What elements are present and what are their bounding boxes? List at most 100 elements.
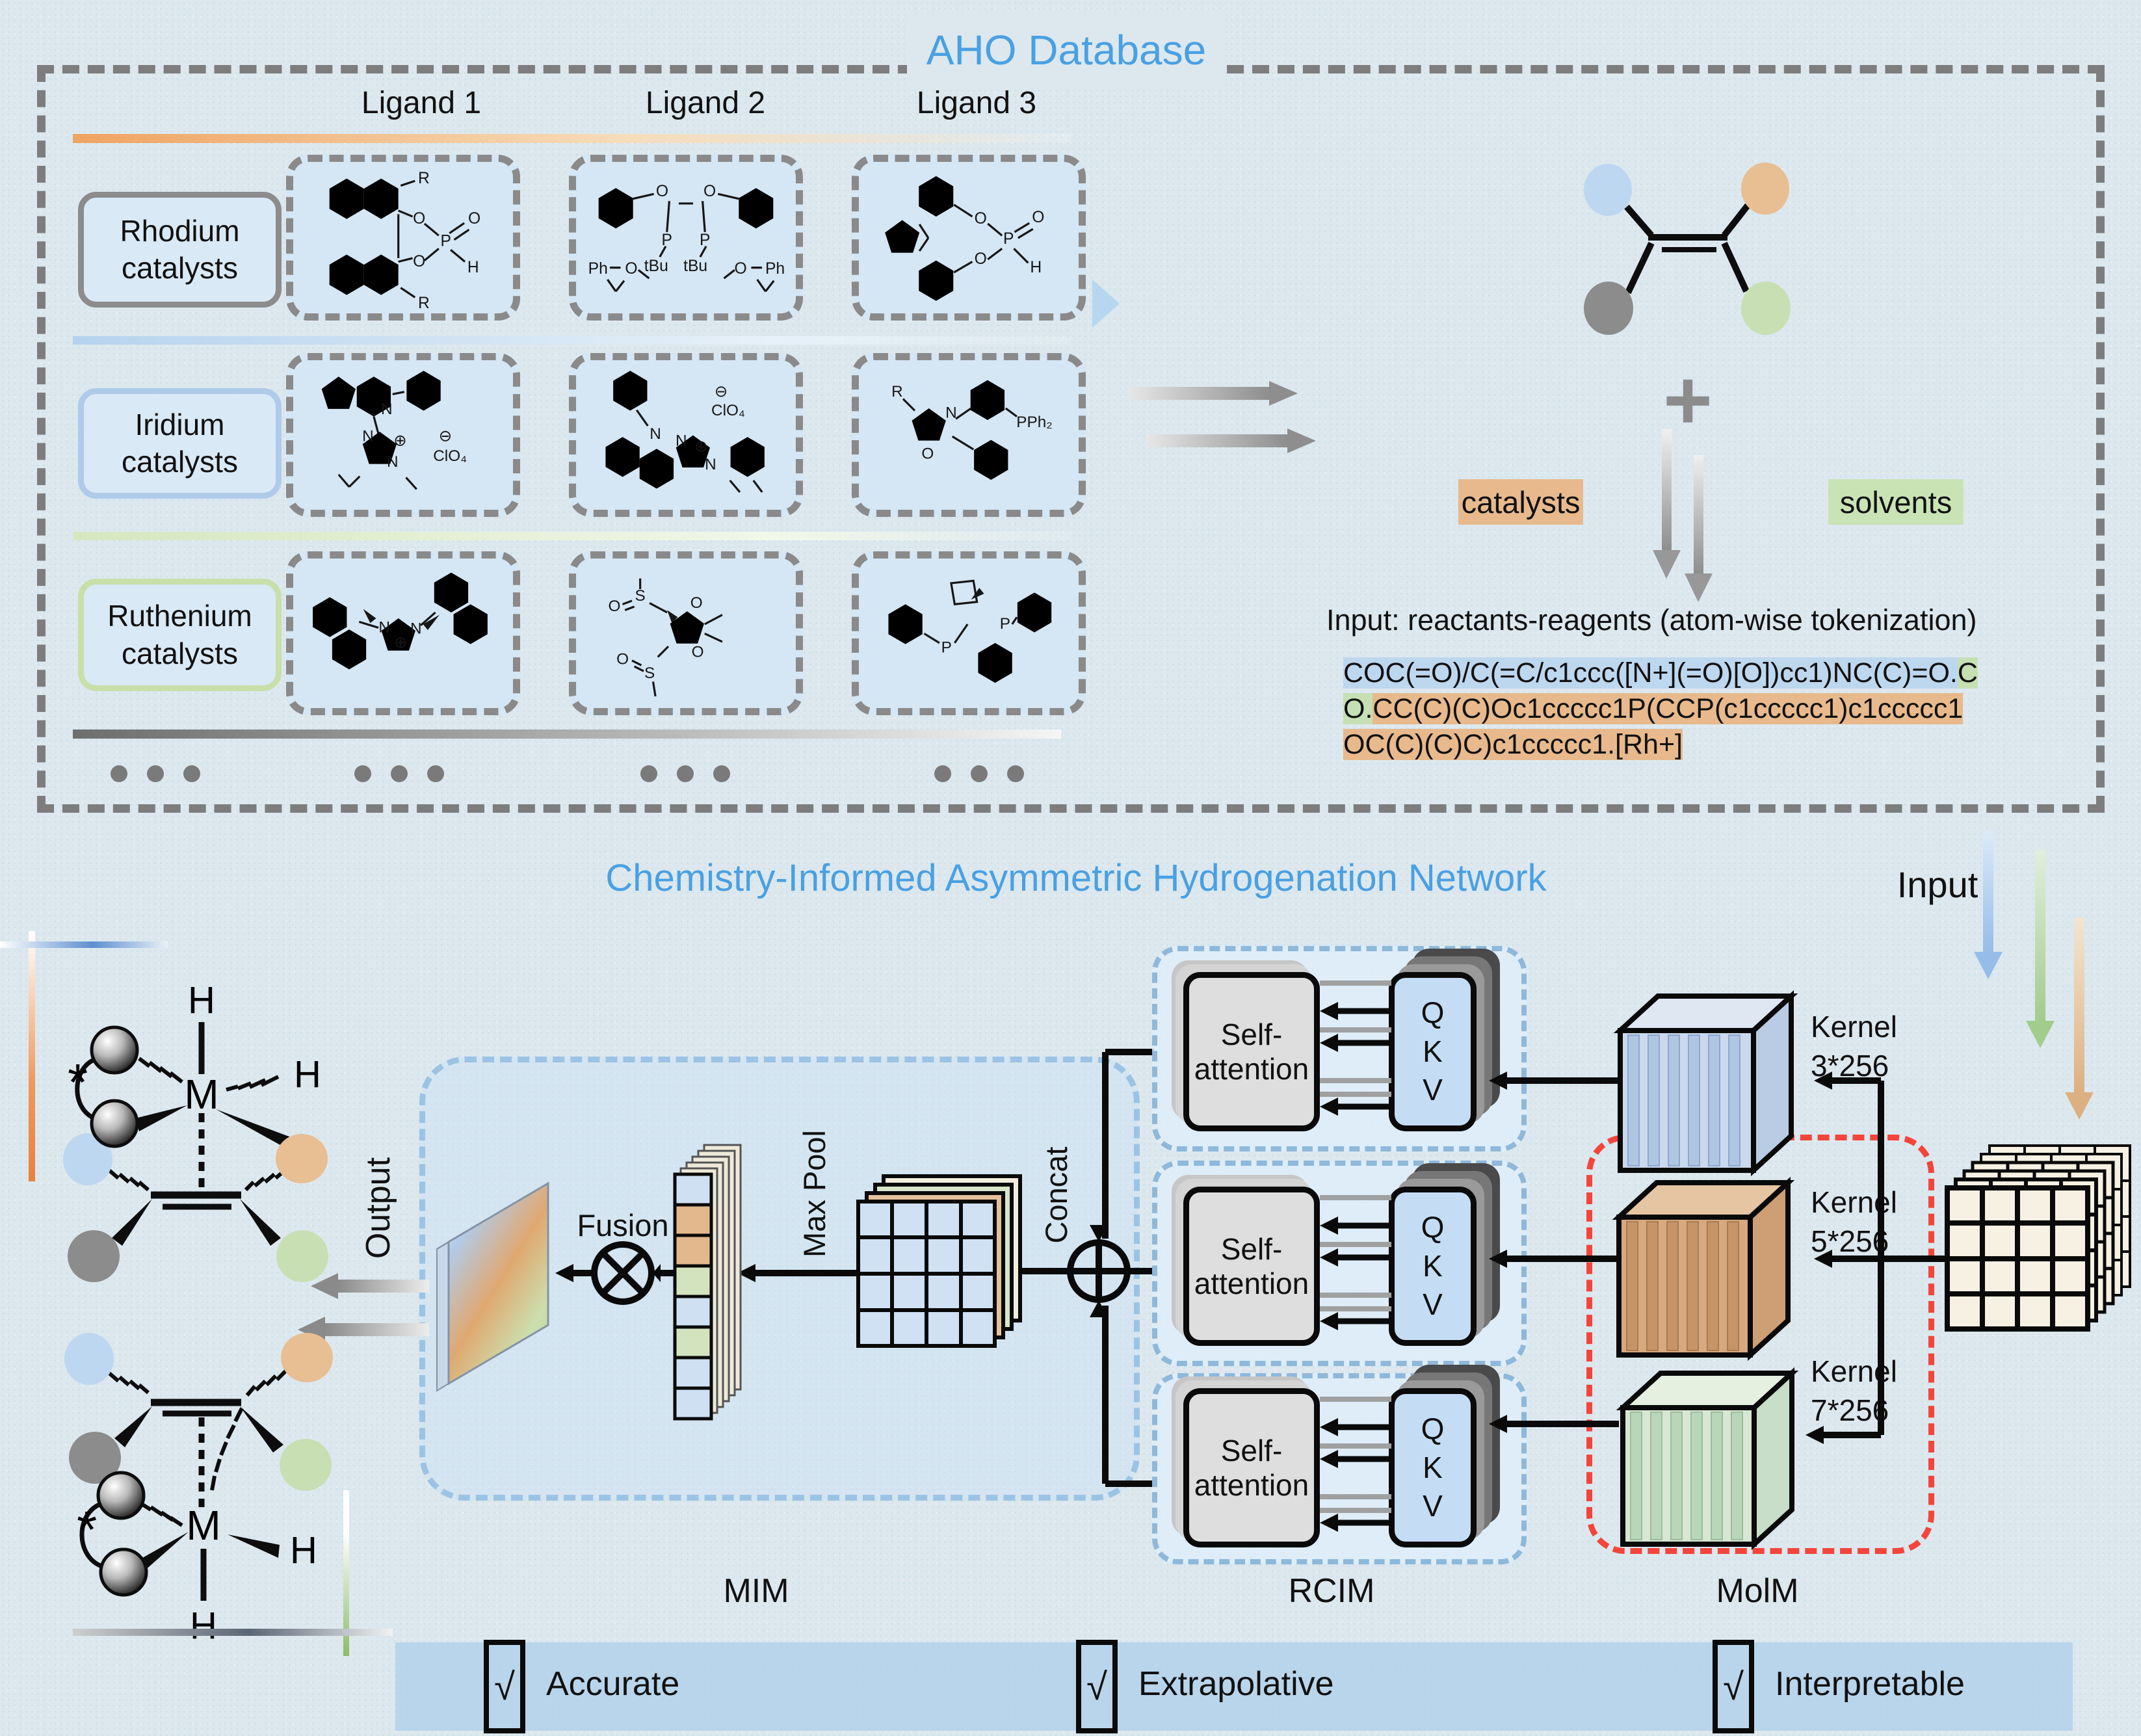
decor-vertical-green-rule bbox=[343, 1490, 349, 1656]
self-attention-line2: attention bbox=[1194, 1266, 1309, 1300]
gray-down-arrow-icon bbox=[1653, 429, 1681, 579]
atom-label: O bbox=[616, 650, 629, 668]
atom-label: ⊖ bbox=[715, 383, 728, 401]
smiles-block: COC(=O)/C(=C/c1ccc([N+](=O)[O])cc1)NC(C)… bbox=[1343, 655, 1978, 763]
metal-complex-bottom: M H H * bbox=[64, 1333, 333, 1647]
checkmark-icon: √ bbox=[494, 1665, 515, 1708]
atom-label: P bbox=[1000, 615, 1010, 633]
orange-input-arrow bbox=[2074, 918, 2084, 1092]
atom-label: P bbox=[441, 233, 451, 250]
row-label-line1: Iridium bbox=[135, 407, 225, 441]
table-ellipsis-dots bbox=[111, 765, 1024, 782]
hydrogen-label: H bbox=[294, 1053, 321, 1096]
cell-rhodium-ligand1: R O O P O H R bbox=[286, 155, 520, 321]
self-attention-box-1: Self-attention bbox=[1183, 972, 1320, 1131]
footer-label-extrapolative: Extrapolative bbox=[1138, 1665, 1334, 1703]
row-label-line2: catalysts bbox=[122, 636, 238, 670]
v-label: V bbox=[1423, 1073, 1443, 1107]
molecule-oxazoline-phosphine: R N O PPh₂ bbox=[891, 380, 1053, 480]
input-caption: Input: reactants-reagents (atom-wise tok… bbox=[1326, 603, 1977, 637]
smiles-catalyst-segment: CC(C)(C)Oc1ccccc1P(CCP(c1ccccc1)c1ccccc1 bbox=[1373, 693, 1964, 724]
atom-label: N bbox=[676, 432, 687, 450]
k-label: K bbox=[1423, 1034, 1443, 1068]
divider-gray bbox=[73, 730, 1061, 739]
self-attention-box-2: Self-attention bbox=[1183, 1187, 1320, 1346]
blue-input-arrow bbox=[1983, 831, 1993, 952]
attention-lines bbox=[1320, 980, 1391, 1532]
self-attention-line2: attention bbox=[1194, 1051, 1309, 1086]
decor-horizontal-gray-rule bbox=[73, 1629, 393, 1636]
atom-label: O bbox=[692, 644, 704, 661]
decor-vertical-orange-rule bbox=[29, 931, 35, 1181]
kernel-label-2-line2: 5*256 bbox=[1811, 1224, 1889, 1258]
cell-ruthenium-ligand3: P P bbox=[852, 551, 1086, 715]
atom-label: P bbox=[941, 638, 952, 656]
concat-cube bbox=[856, 1174, 1022, 1348]
molecule-quinoline-imidazolium: N N ⊕ N ⊖ ClO₄ bbox=[605, 371, 765, 493]
substituent-orange bbox=[1741, 163, 1789, 215]
concat-oplus-symbol bbox=[1067, 1239, 1131, 1303]
molecule-binol-phosphite: R O O P O H R bbox=[329, 170, 480, 312]
self-attention-line1: Self- bbox=[1220, 1017, 1283, 1051]
atom-label: N bbox=[362, 427, 374, 445]
atom-label: O bbox=[975, 210, 987, 228]
cell-rhodium-ligand3: O O P O H bbox=[852, 155, 1086, 321]
footer-label-interpretable: Interpretable bbox=[1775, 1665, 1965, 1703]
substituent-blue bbox=[1584, 164, 1632, 216]
metal-label: M bbox=[186, 1502, 220, 1549]
gray-arrow-icon bbox=[1128, 381, 1298, 406]
self-attention-box-3: Self-attention bbox=[1183, 1388, 1320, 1547]
v-label: V bbox=[1423, 1489, 1443, 1523]
atom-label: S bbox=[644, 664, 655, 682]
smiles-solvent-segment: C bbox=[1957, 657, 1978, 689]
kernel-label-1-line1: Kernel bbox=[1811, 1010, 1897, 1044]
checkbox-accurate: √ bbox=[484, 1640, 525, 1733]
molm-connectors bbox=[1489, 1072, 1947, 1444]
molecule-bis-sulfoxide-dioxolane: S O O O O S bbox=[608, 578, 723, 697]
cell-ruthenium-ligand1: N ⊕ N bbox=[286, 551, 520, 715]
atom-label: ⊖ bbox=[439, 427, 452, 445]
metal-complex-diagrams: H M H * bbox=[63, 979, 333, 1647]
rcim-module-label: RCIM bbox=[1288, 1572, 1375, 1610]
atom-label: O bbox=[468, 210, 480, 228]
atom-label: ClO₄ bbox=[711, 402, 745, 419]
catalysts-label: catalysts bbox=[1458, 479, 1583, 525]
decor-horizontal-blue-rule bbox=[0, 941, 168, 948]
k-label: K bbox=[1423, 1248, 1443, 1283]
maxpool-label: Max Pool bbox=[796, 1130, 832, 1257]
smiles-solvent-segment: O. bbox=[1343, 693, 1373, 724]
hydrogen-label: H bbox=[190, 1605, 217, 1647]
v-label: V bbox=[1423, 1287, 1443, 1322]
row-label-line2: catalysts bbox=[122, 251, 238, 285]
atom-label: O bbox=[690, 594, 703, 612]
divider-blue bbox=[73, 336, 1071, 345]
atom-label: N bbox=[378, 619, 390, 637]
mim-output-arrows bbox=[298, 1273, 429, 1343]
atom-label: O bbox=[703, 183, 716, 200]
atom-label: ⊕ bbox=[393, 432, 406, 450]
cell-ruthenium-ligand2: S O O O O S bbox=[569, 551, 803, 715]
aho-database-box bbox=[37, 65, 2105, 813]
kernel-label-3-line2: 7*256 bbox=[1811, 1393, 1889, 1427]
atom-label: Ph bbox=[588, 260, 608, 278]
atom-label: O bbox=[625, 260, 637, 278]
atom-label: P bbox=[1003, 230, 1014, 248]
checkbox-extrapolative: √ bbox=[1076, 1640, 1118, 1733]
concat-label: Concat bbox=[1038, 1146, 1073, 1244]
atom-label: H bbox=[467, 259, 479, 276]
substituent-gray bbox=[1584, 282, 1633, 335]
atom-label: O bbox=[656, 183, 668, 200]
alkene-substrate-diagram bbox=[1584, 163, 1791, 335]
atom-label: S bbox=[635, 587, 646, 605]
molecule-bisnaphthyl-imidazolium: N ⊕ N bbox=[313, 572, 488, 670]
k-label: K bbox=[1423, 1450, 1443, 1484]
atom-label: P bbox=[700, 231, 710, 249]
atom-label: ⊕ bbox=[394, 634, 407, 651]
smiles-line-3: OC(C)(C)C)c1ccccc1.[Rh+] bbox=[1343, 727, 1978, 763]
fusion-otimes-symbol bbox=[591, 1241, 655, 1305]
ligand-header-2: Ligand 2 bbox=[645, 85, 766, 120]
flow-arrows-right bbox=[1092, 280, 1316, 453]
